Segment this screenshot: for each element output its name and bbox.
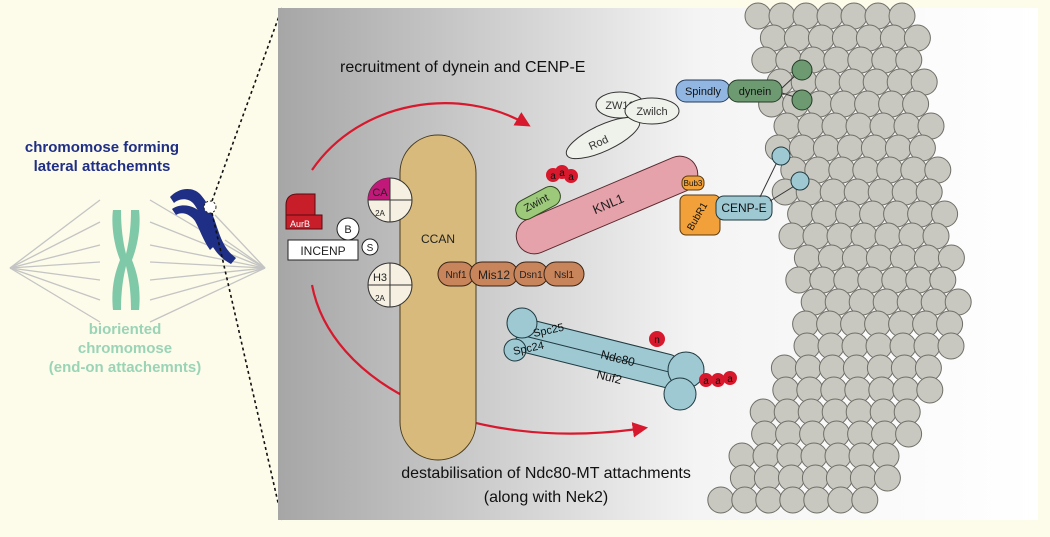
top-caption: recruitment of dynein and CENP-E	[340, 59, 585, 76]
lateral-title-line1: chromomose forming	[25, 139, 179, 156]
ndc80-complex	[503, 307, 705, 411]
microtubule	[707, 2, 972, 514]
bioriented-line1: bioriented	[89, 321, 162, 338]
arrow-to-recruitment	[311, 102, 531, 171]
incenp-label: INCENP	[300, 244, 345, 258]
tubulin-subunit	[778, 222, 806, 250]
aurb-label: AurB	[290, 219, 310, 229]
nuf2-label: Nuf2	[595, 367, 623, 387]
ca-2a-label: 2A	[375, 209, 385, 218]
dsn1-label: Dsn1	[519, 270, 543, 281]
h3-nucleosome	[367, 262, 413, 308]
bub3-label: Bub3	[684, 179, 703, 188]
ca-label: CA	[372, 187, 388, 199]
tubulin-subunit	[895, 420, 923, 448]
bioriented-line3: (end-on attachemnts)	[49, 359, 202, 376]
tubulin-subunit	[755, 486, 783, 514]
b-label: B	[344, 224, 351, 236]
spindle-left	[9, 199, 101, 323]
phospho-a-6: a	[727, 374, 733, 385]
zwilch-label: Zwilch	[636, 106, 667, 118]
dynein-protein	[727, 79, 783, 103]
tubulin-subunit	[731, 486, 759, 514]
dynein-label: dynein	[739, 86, 771, 98]
phospho-a-4: a	[703, 376, 709, 387]
zoom-line-bottom	[211, 212, 283, 521]
bub3-protein	[681, 175, 705, 191]
zwint-protein	[515, 185, 561, 221]
h3-label: H3	[373, 272, 387, 284]
tubulin-subunit	[916, 376, 944, 404]
bioriented-chromosome	[112, 210, 140, 310]
spindly-label: Spindly	[685, 86, 722, 98]
zoom-line-top	[211, 7, 283, 202]
tubulin-subunit	[707, 486, 735, 514]
aurb-shape	[285, 193, 316, 216]
nsl1-label: Nsl1	[554, 270, 574, 281]
phospho-cluster-zwint	[546, 165, 578, 183]
bioriented-line2: chromomose	[78, 340, 172, 357]
lateral-title-line2: lateral attachemnts	[34, 158, 171, 175]
cenpa-nucleosome	[367, 177, 413, 223]
tubulin-subunit	[937, 332, 965, 360]
cenpe-stalk-2	[769, 184, 797, 202]
nsl1-subunit	[543, 261, 585, 287]
tubulin-subunit	[785, 266, 813, 294]
bottom-caption-line1: destabilisation of Ndc80-MT attachments	[401, 465, 691, 482]
cenpe-protein	[715, 195, 773, 221]
survivin-circle	[361, 238, 379, 256]
lateral-chromosome	[170, 188, 236, 264]
tubulin-subunit	[873, 464, 901, 492]
phospho-cluster-ndc80	[699, 371, 737, 387]
tubulin-subunit	[744, 2, 772, 30]
nnf1-label: Nnf1	[445, 270, 467, 281]
incenp-bar	[287, 239, 359, 261]
mis12-label: Mis12	[478, 268, 510, 282]
h3-2a-label: 2A	[375, 294, 385, 303]
bottom-caption-line2: (along with Nek2)	[484, 489, 609, 506]
phospho-a-1: a	[550, 171, 556, 182]
cenpe-stalk-1	[759, 159, 779, 198]
s-label: S	[367, 243, 374, 254]
tubulin-subunit	[751, 46, 779, 74]
tubulin-subunit	[779, 486, 807, 514]
phospho-a-2: a	[559, 168, 565, 179]
phospho-a-5: a	[715, 376, 721, 387]
knl1-protein	[515, 155, 699, 255]
ccan-label: CCAN	[421, 232, 455, 246]
cenpe-head-2	[790, 171, 810, 191]
phospho-n-marker	[649, 331, 665, 347]
aurb-base	[285, 214, 323, 230]
phospho-n-label: n	[654, 335, 660, 346]
dynein-head-2	[791, 89, 813, 111]
dynein-head-1	[791, 59, 813, 81]
phospho-a-3: a	[568, 172, 574, 183]
cenpe-label: CENP-E	[721, 201, 766, 215]
zwilch-protein	[624, 97, 680, 125]
ccan-complex	[399, 134, 477, 461]
cenpe-head-1	[771, 146, 791, 166]
tubulin-subunit	[827, 486, 855, 514]
tubulin-subunit	[851, 486, 879, 514]
zoom-origin-circle	[203, 200, 217, 214]
tubulin-subunit	[803, 486, 831, 514]
